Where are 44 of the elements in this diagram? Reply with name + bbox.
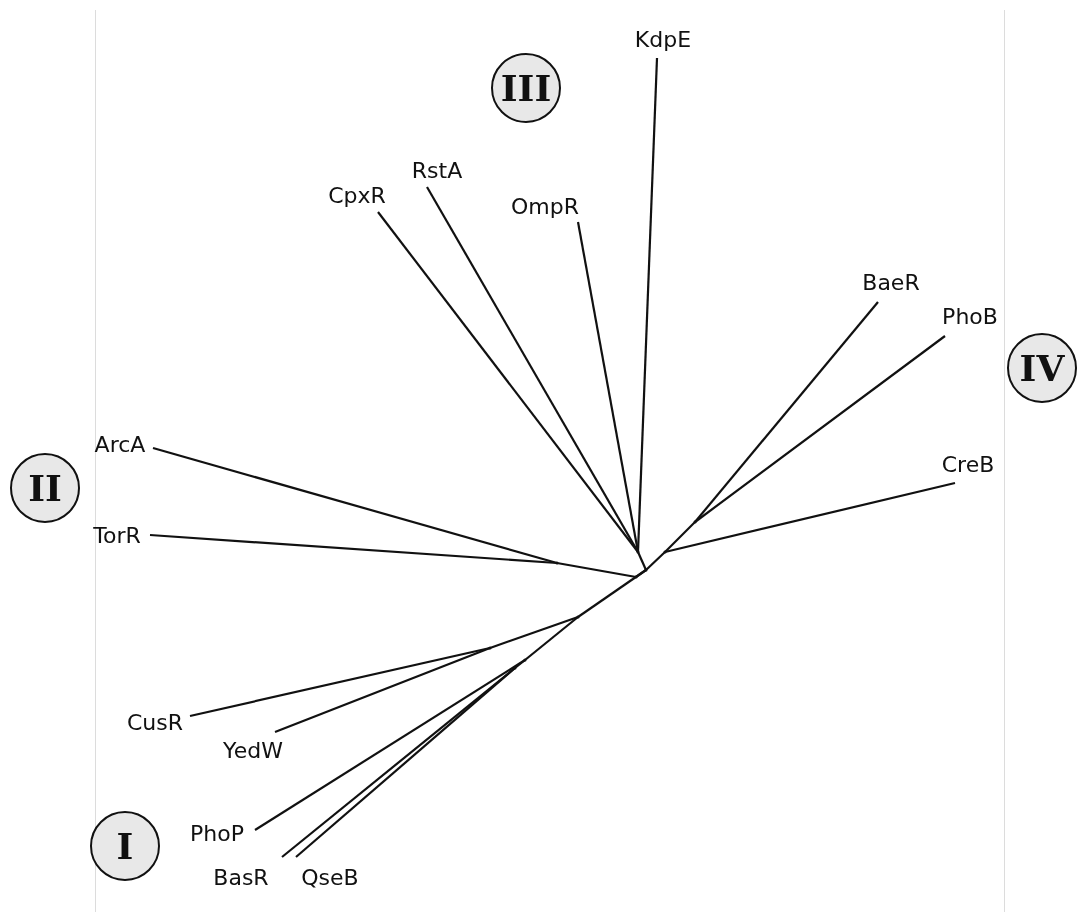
tree-branch <box>645 551 666 571</box>
branch-point <box>636 550 640 554</box>
tree-branch <box>694 335 946 523</box>
taxon-label: CreB <box>941 452 995 478</box>
clade-marker: III <box>491 53 561 123</box>
branch-point <box>634 575 638 579</box>
tree-branch <box>556 561 637 579</box>
taxon-label: ArcA <box>94 432 146 458</box>
tree-branch <box>152 446 558 565</box>
branch-point <box>693 520 697 524</box>
tree-branch <box>149 533 558 565</box>
branch-point <box>523 658 527 662</box>
clade-marker: IV <box>1007 333 1077 403</box>
tree-branch <box>577 569 647 618</box>
branch-point <box>555 561 559 565</box>
tree-branch <box>377 211 639 553</box>
tree-branch <box>489 615 579 650</box>
tree-branch <box>664 521 696 553</box>
tree-branch <box>189 646 491 718</box>
tree-branch <box>254 659 526 831</box>
taxon-label: CusR <box>126 710 184 736</box>
taxon-label: QseB <box>301 865 359 891</box>
taxon-label: RstA <box>411 158 463 184</box>
taxon-label: OmpR <box>511 194 579 220</box>
clade-marker: I <box>90 811 160 881</box>
taxon-label: YedW <box>223 738 283 764</box>
taxon-label: BaeR <box>862 270 920 296</box>
tree-branch <box>576 221 640 553</box>
clade-marker: II <box>10 453 80 523</box>
tree-branch <box>637 551 647 571</box>
tree-branch <box>274 646 491 734</box>
taxon-label: KdpE <box>634 27 692 53</box>
taxon-label: CpxR <box>328 183 386 209</box>
tree-branch <box>664 481 956 554</box>
taxon-label: TorR <box>93 523 141 549</box>
branch-point <box>488 646 492 650</box>
tree-branch <box>524 616 579 661</box>
branch-point <box>576 615 580 619</box>
branch-point <box>513 666 517 670</box>
branch-point <box>644 568 648 572</box>
taxon-label: PhoB <box>942 304 998 330</box>
branch-point <box>663 550 667 554</box>
taxon-label: BasR <box>213 865 269 891</box>
taxon-label: PhoP <box>190 821 244 847</box>
